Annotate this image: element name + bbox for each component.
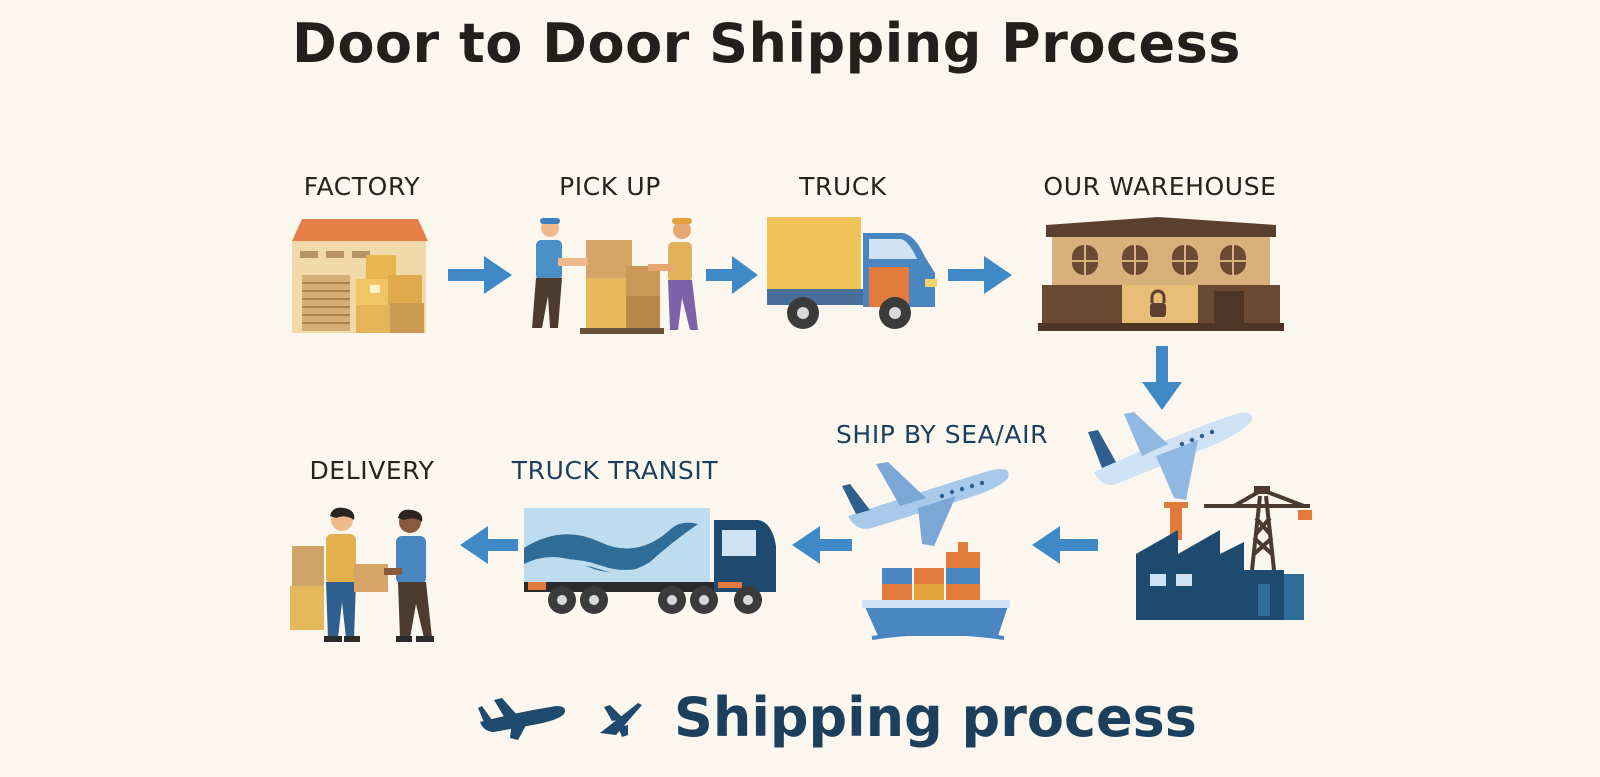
warehouse-icon xyxy=(1038,217,1284,331)
arrow-right-icon xyxy=(706,256,758,294)
semi-truck-icon xyxy=(523,508,776,614)
airplane-icon xyxy=(842,462,1009,546)
port-crane-icon xyxy=(1136,486,1312,620)
pick-up-workers-icon xyxy=(532,218,698,334)
delivery-truck-icon xyxy=(767,217,937,329)
factory-icon xyxy=(292,219,428,333)
step-label-truck: TRUCK xyxy=(799,172,887,201)
airplane-icon xyxy=(478,698,565,740)
delivery-handover-icon xyxy=(290,507,434,642)
cargo-ship-icon xyxy=(862,542,1010,640)
step-label-ship-by-sea-air: SHIP BY SEA/AIR xyxy=(835,420,1049,449)
step-label-pick-up: PICK UP xyxy=(559,172,661,201)
arrow-down-icon xyxy=(1142,346,1182,410)
footer: Shipping process xyxy=(478,682,1197,752)
step-label-factory: FACTORY xyxy=(303,172,421,201)
page-title: Door to Door Shipping Process xyxy=(292,12,1241,75)
step-label-our-warehouse: OUR WAREHOUSE xyxy=(1043,172,1277,201)
small-airplane-icon xyxy=(600,703,642,737)
step-label-delivery: DELIVERY xyxy=(309,456,435,485)
footer-text: Shipping process xyxy=(674,685,1197,749)
arrow-left-icon xyxy=(1032,526,1098,564)
arrow-left-icon xyxy=(792,526,852,564)
airplane-icon xyxy=(1088,412,1253,500)
arrow-right-icon xyxy=(448,256,512,294)
step-label-truck-transit: TRUCK TRANSIT xyxy=(511,456,719,485)
arrow-left-icon xyxy=(460,526,518,564)
arrow-right-icon xyxy=(948,256,1012,294)
